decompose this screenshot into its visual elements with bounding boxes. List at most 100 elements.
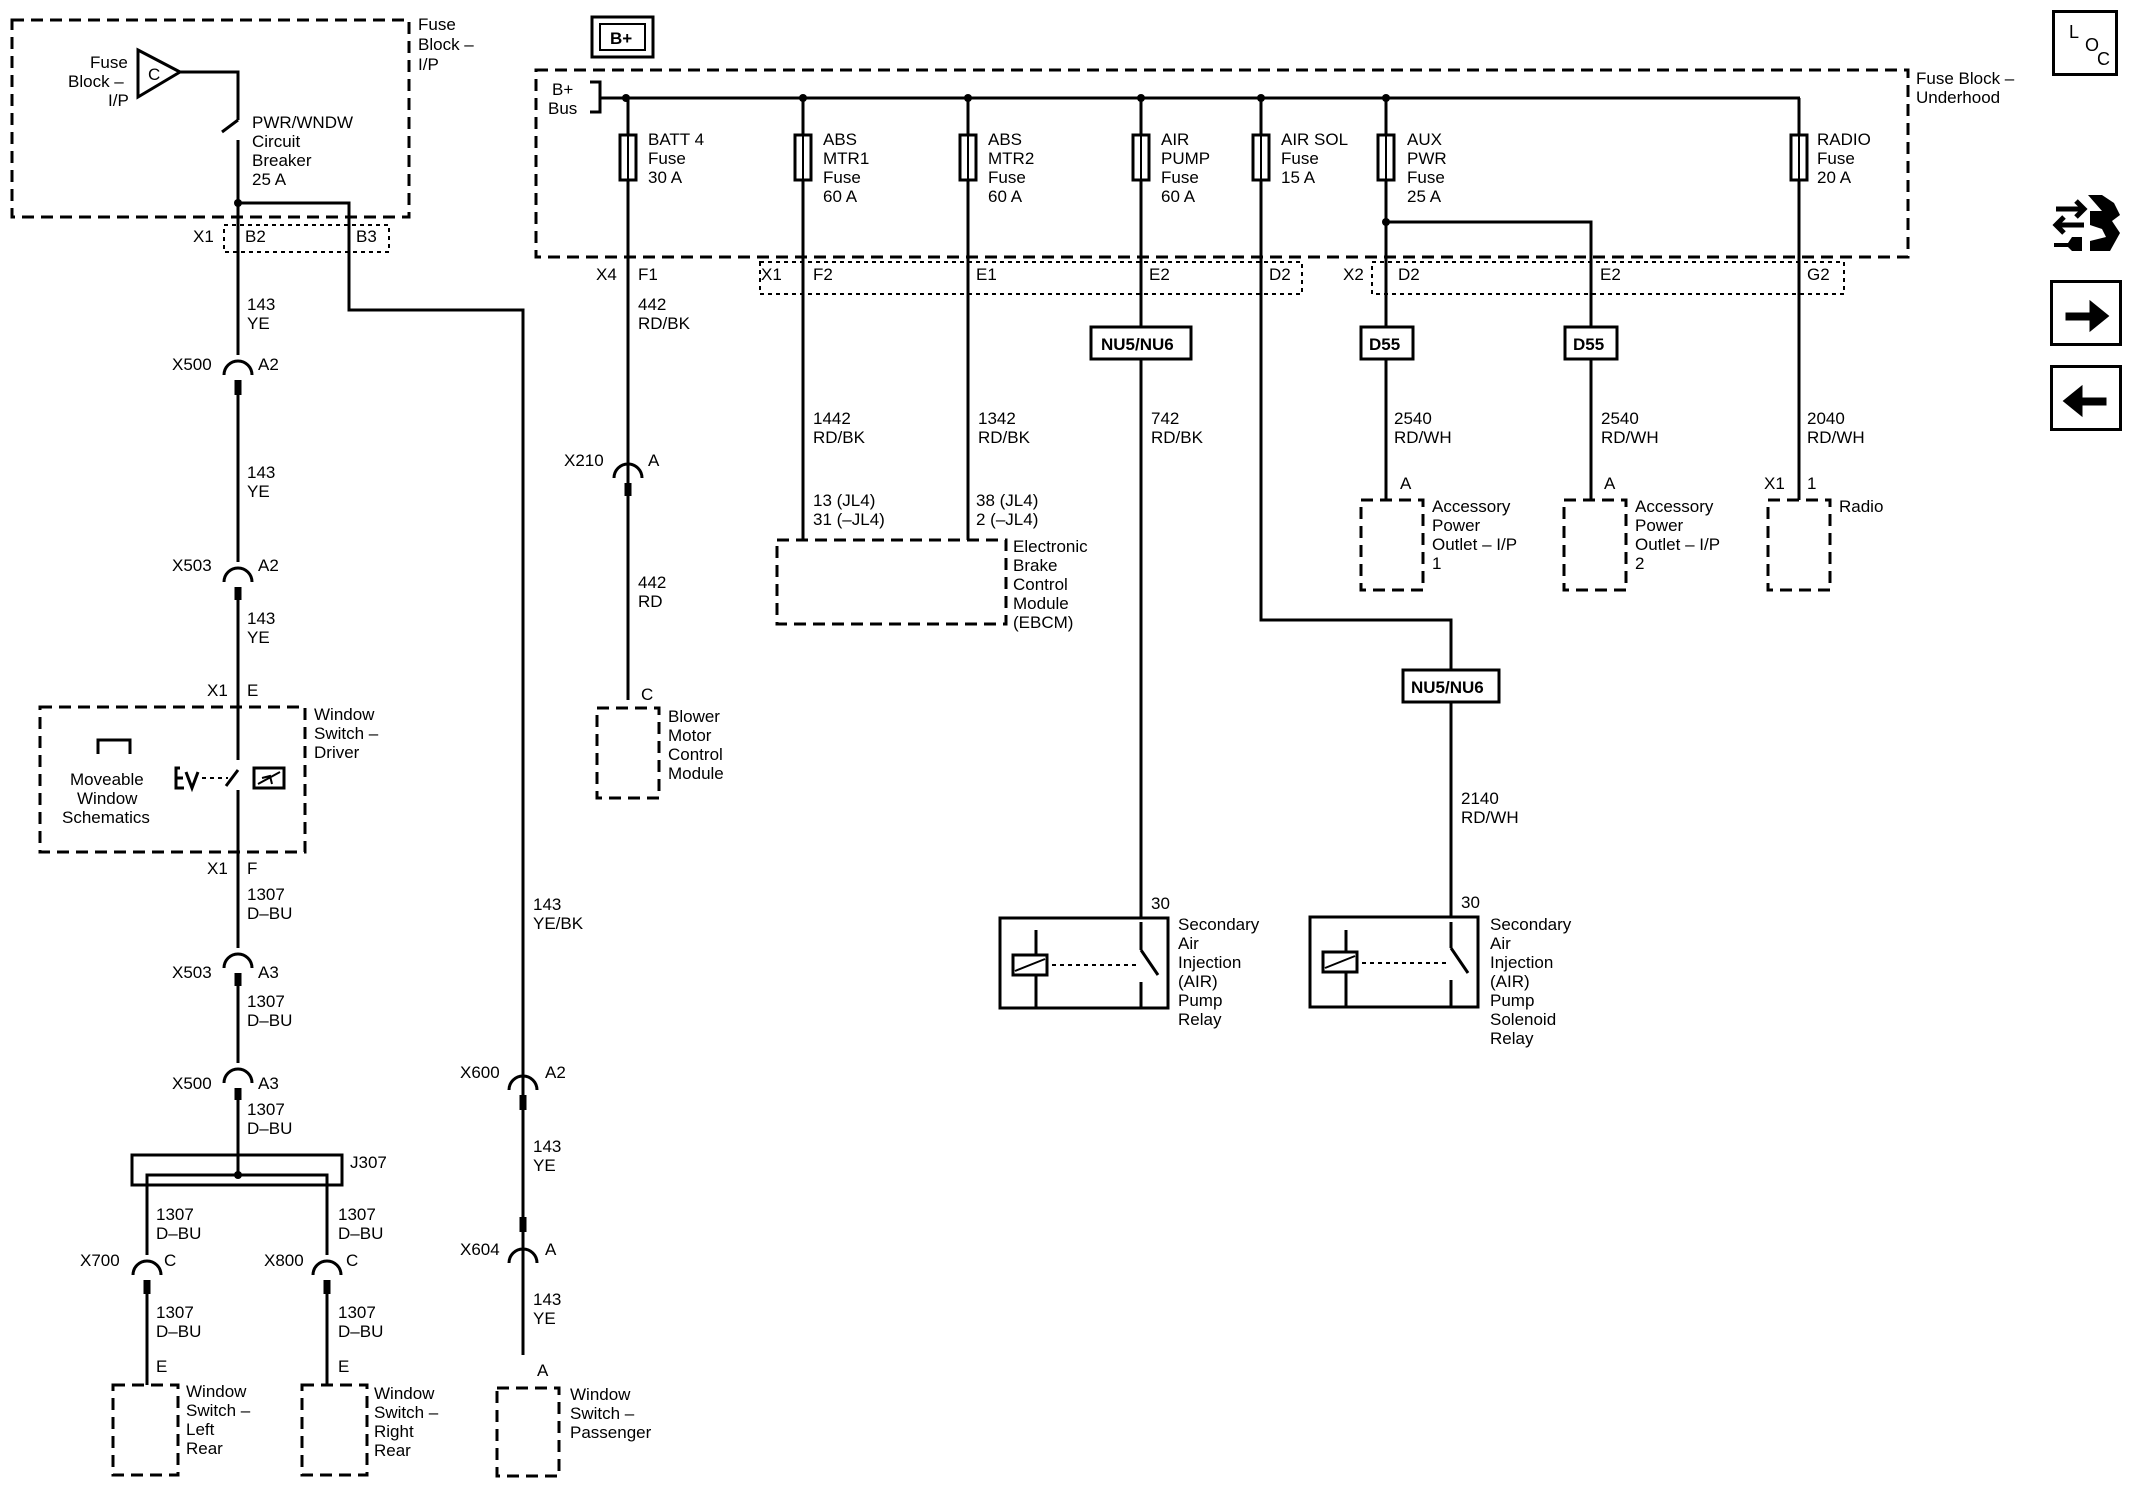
pin-label: A — [1400, 474, 1412, 493]
window-switch-driver-outline — [38, 705, 307, 854]
component-label: Module — [668, 764, 724, 783]
pin-label: 1 — [1807, 474, 1816, 493]
component-label: Window — [186, 1382, 247, 1401]
splice-dot — [1382, 94, 1390, 102]
wire-label: 742 — [1151, 409, 1179, 428]
component-label: Motor — [668, 726, 712, 745]
pin-label: D2 — [1398, 265, 1420, 284]
wire-label: RD/WH — [1601, 428, 1659, 447]
fuse-block-ip: Fuse Block – I/P Fuse Block – I/P C PWR/… — [10, 15, 525, 1355]
component-label: Window — [314, 705, 375, 724]
connector-label: X1 — [207, 859, 228, 878]
wire-label: YE — [533, 1309, 556, 1328]
component-service-button[interactable] — [2050, 185, 2124, 260]
wire-label: RD/WH — [1807, 428, 1865, 447]
driver-window-circuit: 143 YE X500 A2 143 YE X503 A2 143 YE X1 … — [38, 203, 439, 1477]
pin-label: G2 — [1807, 265, 1830, 284]
wire-label: 1307 — [156, 1205, 194, 1224]
wire-label: RD/BK — [638, 314, 691, 333]
fuse-label: 60 A — [988, 187, 1023, 206]
wire-2140 — [1259, 180, 1453, 922]
splice-label: J307 — [350, 1153, 387, 1172]
connector-x1-mid-outline — [759, 261, 1303, 295]
breaker-label: PWR/WNDW — [252, 113, 353, 132]
wire-143-ye-bk — [238, 201, 525, 1355]
fuse-block-mini-label: I/P — [108, 91, 129, 110]
connector-label: X800 — [264, 1251, 304, 1270]
circuit-breaker-icon — [221, 118, 240, 203]
next-page-button[interactable] — [2050, 280, 2122, 346]
component-label: Secondary — [1490, 915, 1572, 934]
relay-coil-stroke — [1324, 955, 1356, 969]
service-tools-icon — [2052, 195, 2120, 251]
wire-label: RD/BK — [978, 428, 1031, 447]
connector-label: X503 — [172, 556, 212, 575]
location-view-button[interactable]: L O C — [2052, 10, 2118, 76]
loc-letter: L — [2069, 22, 2079, 42]
option-d55-box — [1359, 325, 1415, 361]
component-label: Rear — [186, 1439, 223, 1458]
previous-page-button[interactable] — [2050, 365, 2122, 431]
wire-label: RD/BK — [1151, 428, 1204, 447]
component-label: 2 — [1635, 554, 1644, 573]
connector-x500b-icon — [222, 1067, 254, 1084]
wire-label: 143 — [247, 295, 275, 314]
wire-label: D–BU — [247, 904, 292, 923]
pin-label: A2 — [545, 1063, 566, 1082]
component-label: Driver — [314, 743, 360, 762]
wire-label: 2040 — [1807, 409, 1845, 428]
connector-x2-outline — [1371, 261, 1845, 295]
connector-label: X2 — [1343, 265, 1364, 284]
component-label: Switch – — [374, 1403, 439, 1422]
option-label: D55 — [1369, 335, 1400, 354]
window-switch-right-rear-outline — [300, 1383, 369, 1477]
fuse-label: PUMP — [1161, 149, 1210, 168]
component-label: (AIR) — [1178, 972, 1218, 991]
pin-label: D2 — [1269, 265, 1291, 284]
pin-label: A2 — [258, 556, 279, 575]
component-label: Rear — [374, 1441, 411, 1460]
blower-motor-module-outline — [595, 706, 661, 800]
fuse-label: Fuse — [988, 168, 1026, 187]
splice-dot — [1257, 94, 1265, 102]
fuse-block-underhood: B+ Fuse Block – Underhood B+ Bus BATT 4 … — [534, 15, 2015, 1048]
component-label: Window — [570, 1385, 631, 1404]
connector-label: X500 — [172, 1074, 212, 1093]
fuse-label: ABS — [988, 130, 1022, 149]
connector-label: X700 — [80, 1251, 120, 1270]
fuse-label: AIR — [1161, 130, 1189, 149]
wire-label: D–BU — [156, 1224, 201, 1243]
pin-label: C — [641, 685, 653, 704]
fuse-label: 60 A — [1161, 187, 1196, 206]
pin-label: F1 — [638, 265, 658, 284]
component-label: (EBCM) — [1013, 613, 1073, 632]
accessory-power-outlet-2-outline — [1562, 498, 1628, 592]
fuse-label: 60 A — [823, 187, 858, 206]
pin-label: 2 (–JL4) — [976, 510, 1038, 529]
component-label: Power — [1635, 516, 1684, 535]
component-label: Air — [1178, 934, 1199, 953]
fuse-label: BATT 4 — [648, 130, 704, 149]
component-label: Secondary — [1178, 915, 1260, 934]
pin-label: C — [164, 1251, 176, 1270]
component-label: Switch – — [186, 1401, 251, 1420]
pin-label: E — [247, 681, 258, 700]
pin-label: 38 (JL4) — [976, 491, 1038, 510]
component-label: Solenoid — [1490, 1010, 1556, 1029]
fuse-label: Fuse — [1281, 149, 1319, 168]
fuse-abs-mtr2: ABS MTR2 Fuse 60 A E1 1342 RD/BK 38 (JL4… — [958, 94, 1038, 540]
pin-label: F2 — [813, 265, 833, 284]
wire-label: YE — [247, 628, 270, 647]
component-label: Control — [1013, 575, 1068, 594]
component-label: Control — [668, 745, 723, 764]
splice-dot — [1382, 218, 1390, 226]
component-label: Pump — [1178, 991, 1222, 1010]
wire-label: 2540 — [1394, 409, 1432, 428]
bus-label: Bus — [548, 99, 577, 118]
pin-label: E — [338, 1357, 349, 1376]
switch-actuator-icon — [174, 766, 200, 793]
pin-label: A2 — [258, 355, 279, 374]
connector-label: X1 — [207, 681, 228, 700]
wire-label: 1307 — [338, 1303, 376, 1322]
